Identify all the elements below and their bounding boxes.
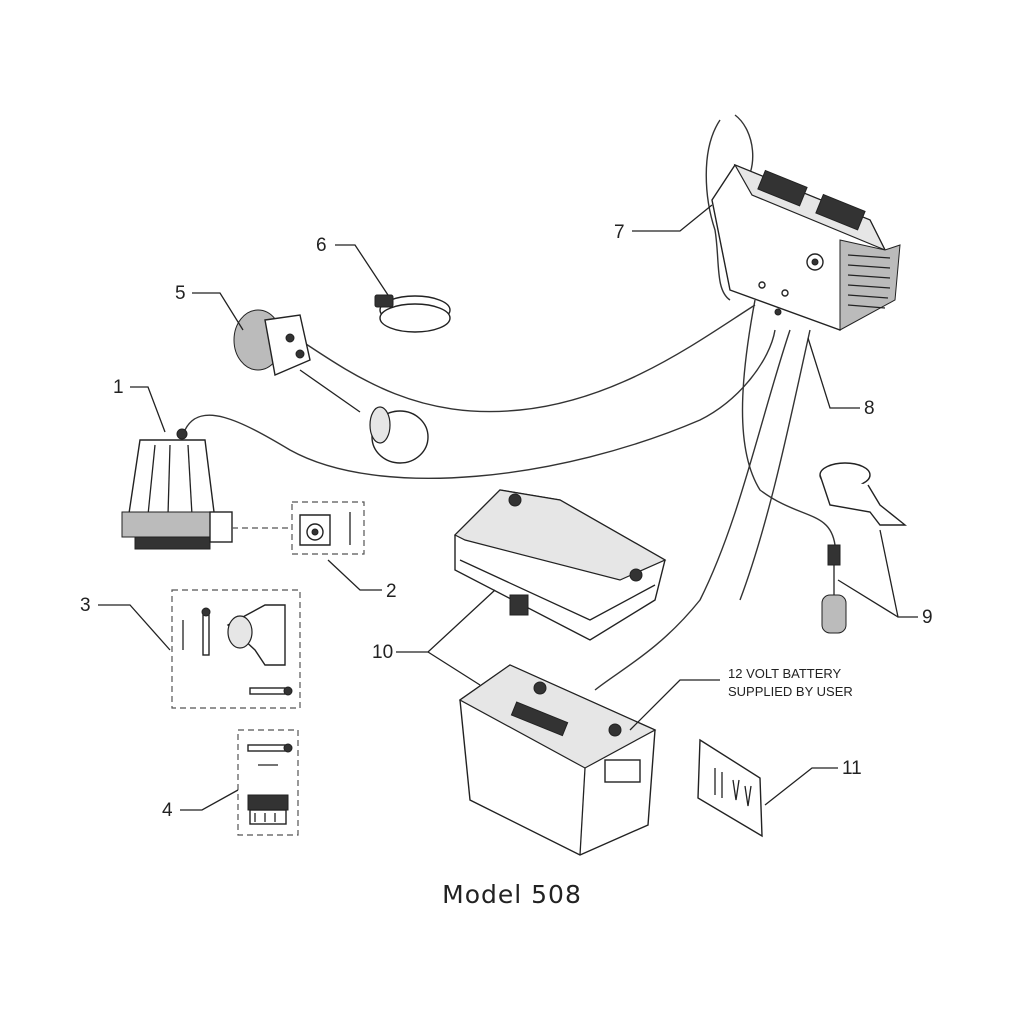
callout-3: 3 xyxy=(80,595,91,616)
callout-11: 11 xyxy=(842,758,862,779)
wiring xyxy=(184,114,836,691)
battery-note-line-2: SUPPLIED BY USER xyxy=(728,684,853,699)
charger-control-box xyxy=(711,163,901,331)
callout-1: 1 xyxy=(113,377,124,398)
hardware-card xyxy=(697,738,763,838)
battery-box-lid xyxy=(453,489,667,641)
sump-pump xyxy=(121,428,233,550)
callout-8: 8 xyxy=(864,398,875,419)
tee-fitting-kit xyxy=(171,589,301,709)
callout-6: 6 xyxy=(316,235,327,256)
callout-9: 9 xyxy=(922,607,933,628)
callout-7: 7 xyxy=(614,222,625,243)
callout-5: 5 xyxy=(175,283,186,304)
callout-10: 10 xyxy=(372,642,393,663)
bracket-and-sensor xyxy=(819,462,907,634)
battery-note-line-1: 12 VOLT BATTERY xyxy=(728,666,842,681)
callout-labels: 1 2 3 4 5 6 7 8 9 10 11 xyxy=(80,222,933,821)
battery-note: 12 VOLT BATTERY SUPPLIED BY USER xyxy=(728,666,853,699)
vent-grille xyxy=(847,254,891,309)
hose-clamp xyxy=(374,294,451,333)
callout-4: 4 xyxy=(162,800,173,821)
battery xyxy=(458,664,657,856)
adapter-kit xyxy=(237,729,299,836)
model-caption: Model 508 xyxy=(442,880,582,909)
leader-lines xyxy=(98,204,918,811)
float-switch xyxy=(233,309,429,464)
callout-2: 2 xyxy=(386,581,397,602)
check-valve-kit xyxy=(232,501,365,555)
